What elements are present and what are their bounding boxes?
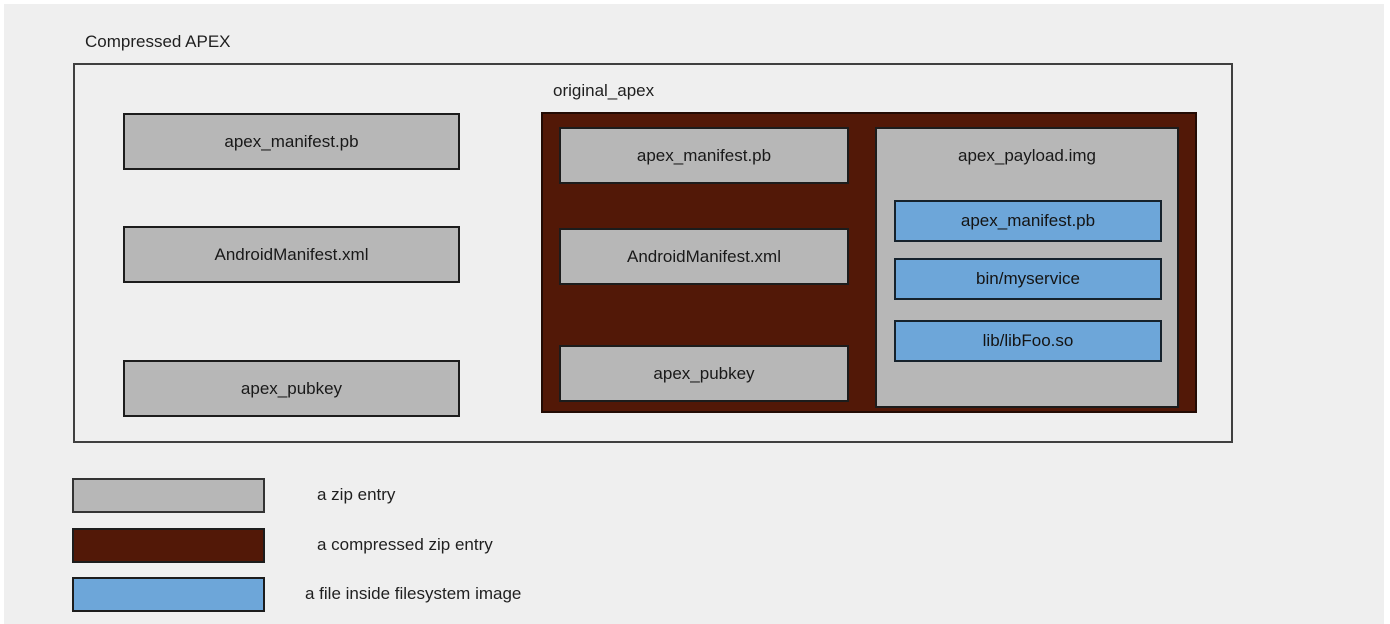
original-apex-box: apex_manifest.pb AndroidManifest.xml ape… [541, 112, 1197, 413]
zip-entry-box: apex_manifest.pb [559, 127, 849, 184]
legend-label-compressed-zip-entry: a compressed zip entry [317, 535, 493, 554]
zip-entry-box: apex_manifest.pb [123, 113, 460, 170]
legend-swatch-zip-entry [72, 478, 265, 513]
legend-label-zip-entry: a zip entry [317, 485, 396, 504]
compressed-apex-title: Compressed APEX [85, 32, 231, 51]
original-apex-label: original_apex [553, 81, 655, 100]
legend-label-filesystem-file: a file inside filesystem image [305, 584, 522, 603]
compressed-apex-box [73, 63, 1233, 443]
fs-file-box: apex_manifest.pb [894, 200, 1162, 242]
fs-file-box: lib/libFoo.so [894, 320, 1162, 362]
payload-box: apex_payload.img apex_manifest.pb bin/my… [875, 127, 1179, 408]
fs-file-box: bin/myservice [894, 258, 1162, 300]
zip-entry-box: AndroidManifest.xml [123, 226, 460, 283]
zip-entry-box: apex_pubkey [123, 360, 460, 417]
zip-entry-box: apex_pubkey [559, 345, 849, 402]
legend-swatch-compressed-zip-entry [72, 528, 265, 563]
legend-swatch-filesystem-file [72, 577, 265, 612]
payload-title: apex_payload.img [958, 146, 1096, 165]
zip-entry-box: AndroidManifest.xml [559, 228, 849, 285]
